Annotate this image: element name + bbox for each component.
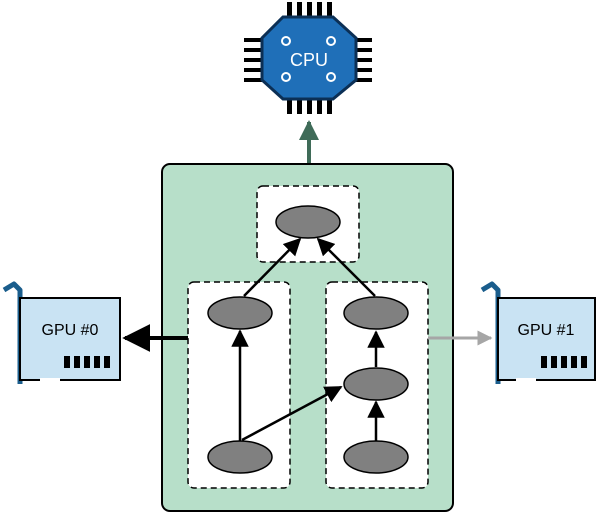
graph-nodes [207,205,409,474]
gpu0-bracket [2,281,23,384]
graph-edges [231,237,385,442]
gpu0-label: GPU #0 [42,322,99,339]
cpu-label: CPU [290,50,328,70]
edge-gpu0-bottom-to-gpu1-middle [241,385,343,442]
gpu1-label: GPU #1 [518,322,575,339]
gpu0-memory-chips [64,356,110,368]
gpu0-top-node [207,296,273,330]
cpu-corner-dots [281,36,336,82]
gpu1-middle-node [343,367,409,401]
cpu-node [275,205,341,239]
cpu-right-pins [354,38,372,82]
gpu1-bottom-node [343,440,409,474]
gpu1-top-node [343,296,409,330]
cpu-top-pins [287,2,332,18]
cpu-bottom-pins [287,98,332,114]
edge-gpu1-top-to-cpu-node [316,237,376,297]
gpu1-memory-chips [541,356,587,368]
cpu-left-pins [244,38,262,82]
gpu0-board-notch [40,378,60,384]
gpu0-bottom-node [207,440,273,474]
gpu1-board-notch [516,378,536,384]
gpu1-card: GPU #1 [480,281,596,384]
gpu0-card: GPU #0 [2,281,121,384]
edge-gpu0-top-to-cpu-node [243,237,302,297]
gpu1-bracket [480,281,501,384]
cpu-chip: CPU [244,2,372,114]
